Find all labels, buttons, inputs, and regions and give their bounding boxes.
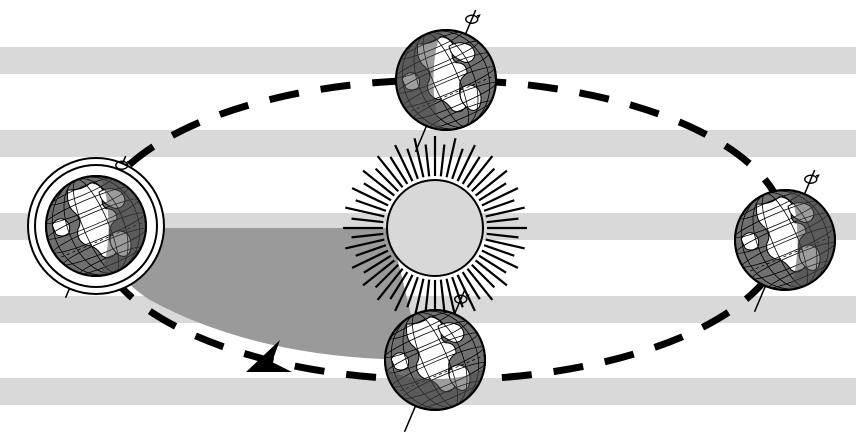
sun-ray [463,157,480,184]
globe-icon [380,14,511,145]
sun-ray [479,183,506,200]
sun-disc [387,180,483,276]
sun-ray [463,272,480,299]
rotation-arrow-icon [805,174,820,183]
rotation-arrow-icon [466,14,481,23]
sun-ray [472,169,495,192]
sun-ray [482,188,518,205]
sun-ray [390,157,407,184]
earth-globe-right [719,170,850,312]
sun-ray [472,265,495,288]
sun-ray [479,256,506,273]
sun-ray [352,188,388,205]
sun-ray [376,169,399,192]
sun-ray [482,251,518,268]
globe-icon [719,174,850,305]
sun-ray [364,183,391,200]
